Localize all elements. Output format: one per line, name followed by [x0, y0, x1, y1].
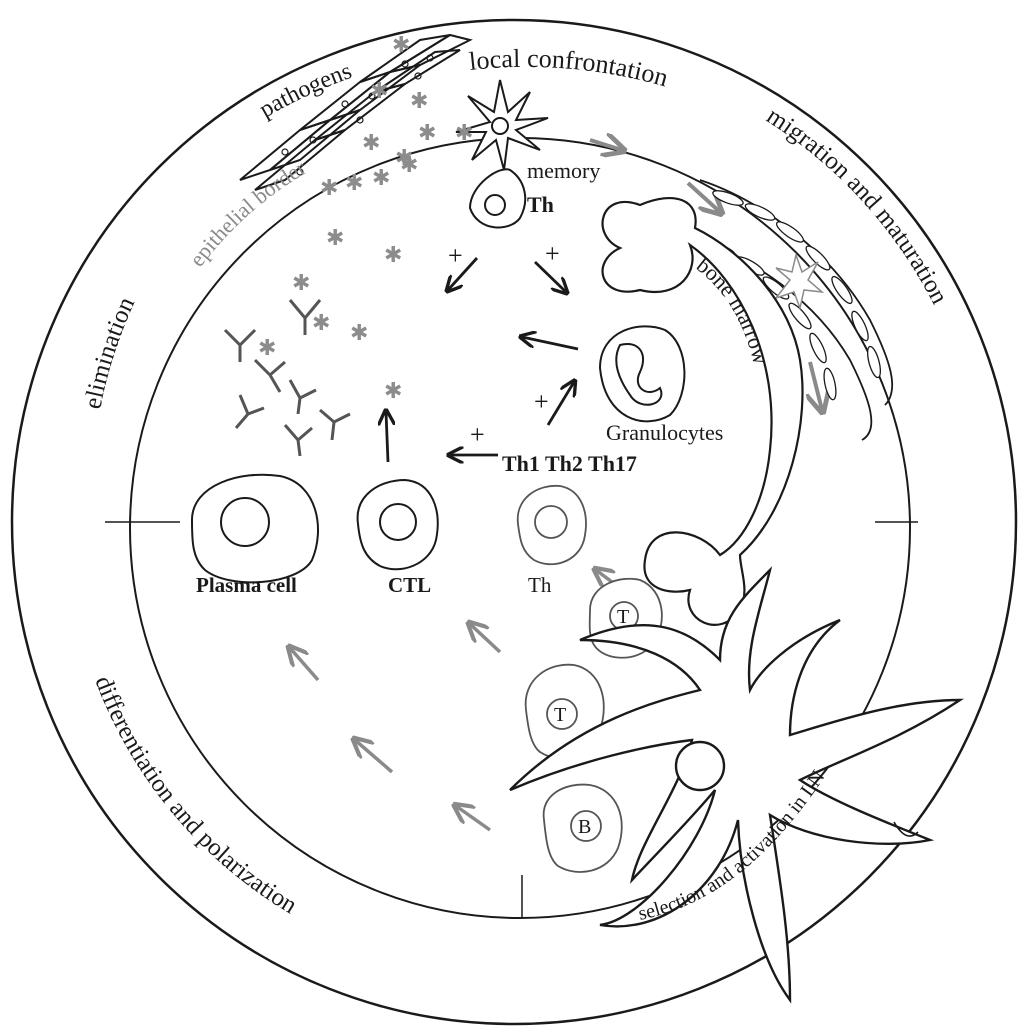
th-cell: [518, 486, 586, 564]
svg-text:✱: ✱: [320, 176, 338, 201]
migrating-dendritic-icon: [776, 255, 822, 308]
svg-text:✱: ✱: [384, 379, 402, 404]
svg-text:✱: ✱: [370, 79, 388, 104]
svg-text:✱: ✱: [326, 226, 344, 251]
svg-text:✱: ✱: [392, 33, 410, 58]
label-b-cell: B: [578, 816, 591, 838]
small-asterisk-icon: ✱: [455, 121, 473, 146]
svg-text:✱: ✱: [345, 171, 363, 196]
plus-sign: +: [545, 239, 560, 268]
granulocyte-cell: [600, 326, 684, 421]
label-t-cell: T: [617, 606, 629, 628]
plus-sign: +: [534, 387, 549, 416]
svg-text:✱: ✱: [418, 121, 436, 146]
svg-text:✱: ✱: [292, 271, 310, 296]
label-memory-th: Th: [527, 192, 554, 217]
svg-text:✱: ✱: [312, 311, 330, 336]
svg-text:✱: ✱: [384, 243, 402, 268]
label-plasma-cell: Plasma cell: [196, 573, 297, 597]
label-memory: memory: [527, 158, 600, 183]
label-th: Th: [528, 573, 552, 597]
svg-text:✱: ✱: [362, 131, 380, 156]
label-granulocytes: Granulocytes: [606, 420, 723, 445]
label-elimination: elimination: [79, 293, 140, 411]
label-t-cell: T: [554, 704, 566, 726]
label-ctl: CTL: [388, 573, 431, 597]
svg-text:✱: ✱: [410, 89, 428, 114]
memory-th-cell: [470, 169, 525, 227]
svg-text:✱: ✱: [400, 153, 418, 178]
ctl-cell: [358, 480, 438, 569]
label-pathogens: pathogens: [255, 58, 355, 123]
svg-text:✱: ✱: [350, 321, 368, 346]
svg-text:✱: ✱: [372, 166, 390, 191]
svg-text:✱: ✱: [258, 336, 276, 361]
label-th-subsets: Th1 Th2 Th17: [502, 451, 637, 476]
antibody-icons: [225, 300, 350, 456]
plus-sign: +: [470, 420, 485, 449]
plus-sign: +: [448, 241, 463, 270]
label-differentiation-and-polarization: differentiation and polarization: [89, 672, 302, 919]
plasma-cell: [192, 475, 318, 583]
